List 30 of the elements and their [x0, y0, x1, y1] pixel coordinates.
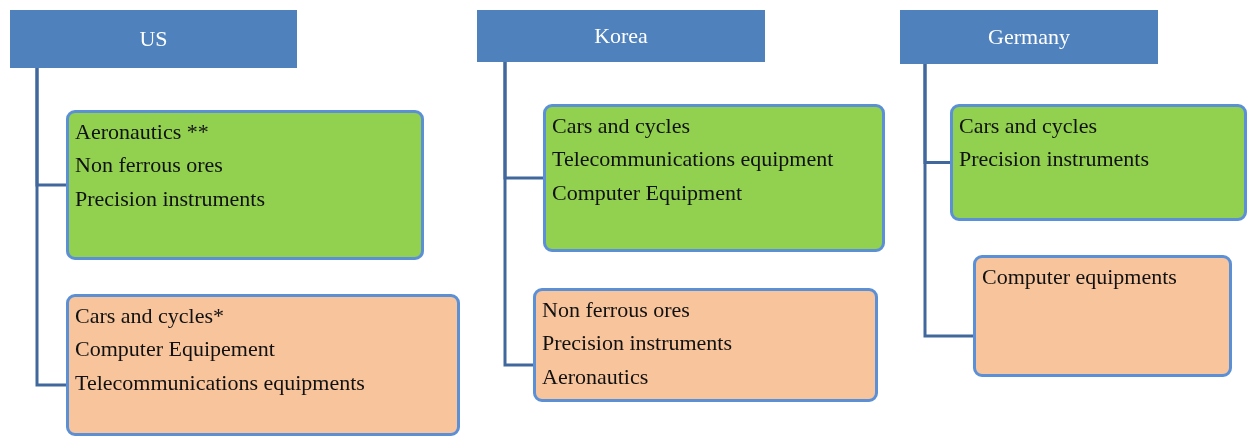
product-item: Computer equipments — [982, 264, 1178, 291]
country-name: US — [139, 26, 168, 52]
connector-line — [35, 68, 66, 387]
country-name: Germany — [988, 24, 1070, 50]
product-item: Precision instruments — [542, 330, 734, 357]
product-item: Cars and cycles* — [75, 303, 226, 330]
connector-line — [503, 62, 533, 367]
country-name: Korea — [594, 23, 648, 49]
product-item: Aeronautics — [542, 363, 650, 391]
header-box — [900, 10, 1158, 64]
header-box — [10, 10, 297, 68]
product-item: Non ferrous ores — [542, 297, 691, 324]
product-item: Non ferrous ores — [75, 152, 224, 179]
category-box — [973, 255, 1232, 377]
category-box — [66, 294, 460, 436]
product-item: Cars and cycles — [552, 113, 692, 140]
header-box — [477, 10, 765, 62]
category-box — [543, 104, 885, 252]
category-box — [533, 288, 878, 402]
category-box — [950, 104, 1247, 221]
category-box — [66, 110, 424, 260]
product-item: Telecommunications equipments — [75, 369, 366, 397]
connector-line — [923, 64, 973, 338]
product-item: Aeronautics ** — [75, 119, 210, 146]
product-item: Computer Equipement — [75, 336, 276, 363]
product-item: Cars and cycles — [959, 113, 1099, 140]
product-item: Precision instruments — [75, 185, 267, 213]
product-item: Telecommunications equipment — [552, 146, 835, 173]
product-item: Computer Equipment — [552, 179, 744, 207]
product-item: Precision instruments — [959, 146, 1151, 173]
